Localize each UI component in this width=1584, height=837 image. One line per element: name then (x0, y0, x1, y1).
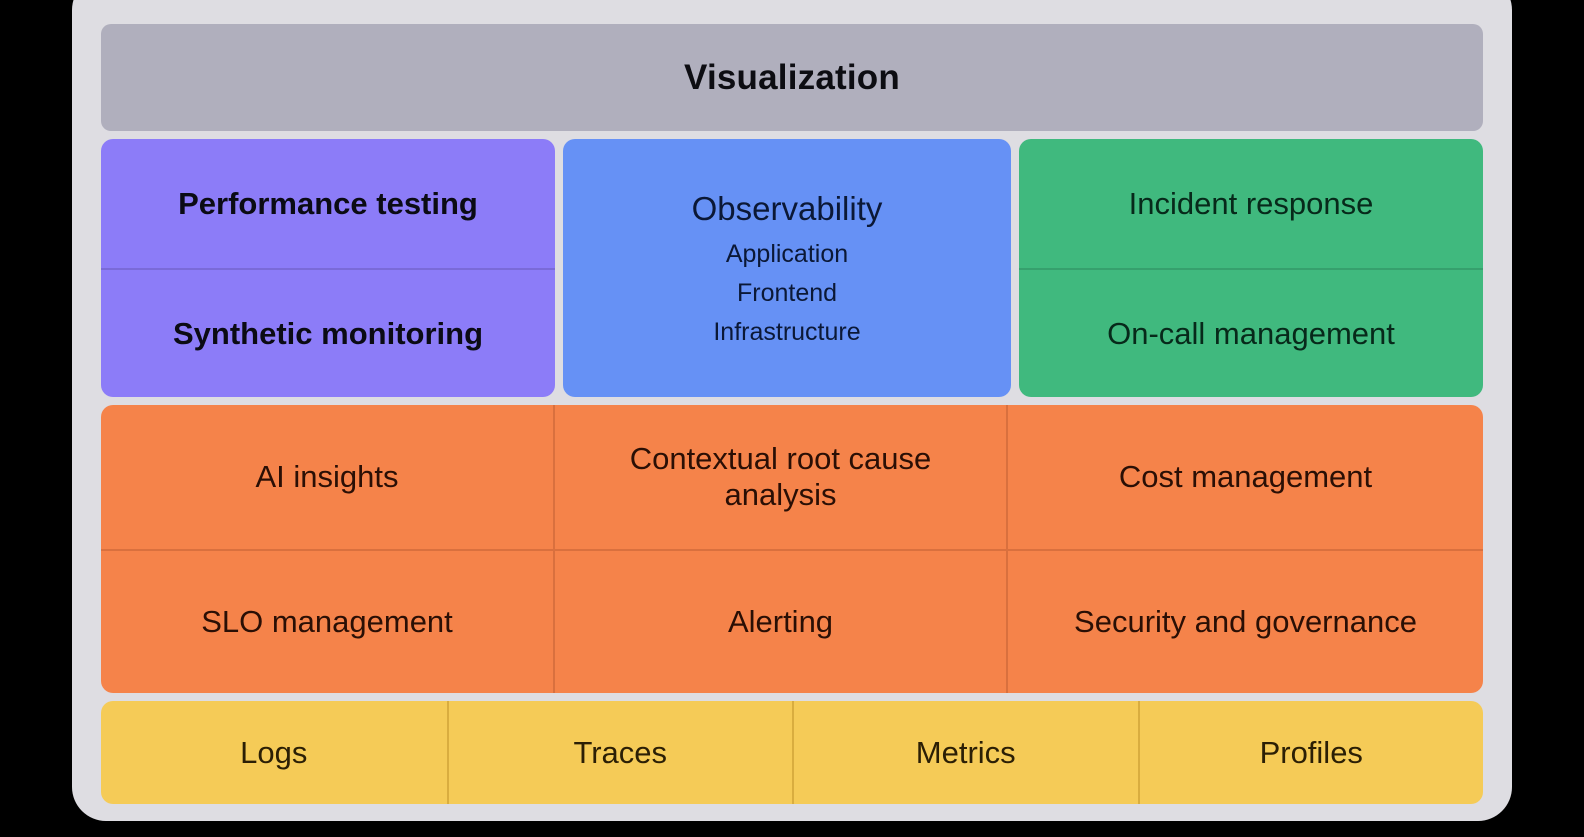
telemetry-row: Logs Traces Metrics Profiles (101, 701, 1483, 804)
cell-label: Incident response (1128, 185, 1374, 221)
observability-item-application: Application (725, 239, 849, 268)
cell-cost-management: Cost management (1118, 459, 1373, 495)
cell-metrics: Metrics (792, 701, 1138, 804)
cell-performance-testing: Performance testing (101, 139, 555, 268)
cell-slo-management: SLO management (101, 549, 555, 693)
diagram-container: Visualization Performance testing Synthe… (72, 0, 1512, 821)
cell-logs: Logs (240, 734, 308, 770)
observability-item-frontend: Frontend (736, 278, 838, 307)
cell-label: Performance testing (178, 185, 478, 221)
cell-security-and-governance: Security and governance (1008, 549, 1483, 693)
cell-synthetic-monitoring: Synthetic monitoring (101, 268, 555, 397)
capability-row: Performance testing Synthetic monitoring… (101, 139, 1483, 397)
green-column: Incident response On-call management (1019, 139, 1483, 397)
cell-contextual-root-cause-analysis: Contextual root cause analysis (555, 405, 1008, 549)
cell-alerting: Alerting (555, 549, 1008, 693)
observability-item-infrastructure: Infrastructure (713, 317, 861, 346)
observability-stack-diagram: Visualization Performance testing Synthe… (101, 24, 1483, 804)
cell-ai-insights: AI insights (101, 405, 555, 549)
cell-label: On-call management (1107, 315, 1395, 351)
cell-traces: Traces (446, 701, 793, 804)
visualization-bar: Visualization (101, 24, 1483, 131)
cell-on-call-management: On-call management (1019, 268, 1483, 397)
purple-column: Performance testing Synthetic monitoring (101, 139, 555, 397)
cell-incident-response: Incident response (1019, 139, 1483, 268)
blue-column-observability: Observability Application Frontend Infra… (563, 139, 1011, 397)
cell-label: Synthetic monitoring (173, 315, 483, 351)
orange-grid: AI insights Contextual root cause analys… (101, 405, 1483, 693)
observability-title: Observability (691, 190, 883, 228)
cell-profiles: Profiles (1137, 701, 1484, 804)
visualization-label: Visualization (684, 57, 900, 97)
